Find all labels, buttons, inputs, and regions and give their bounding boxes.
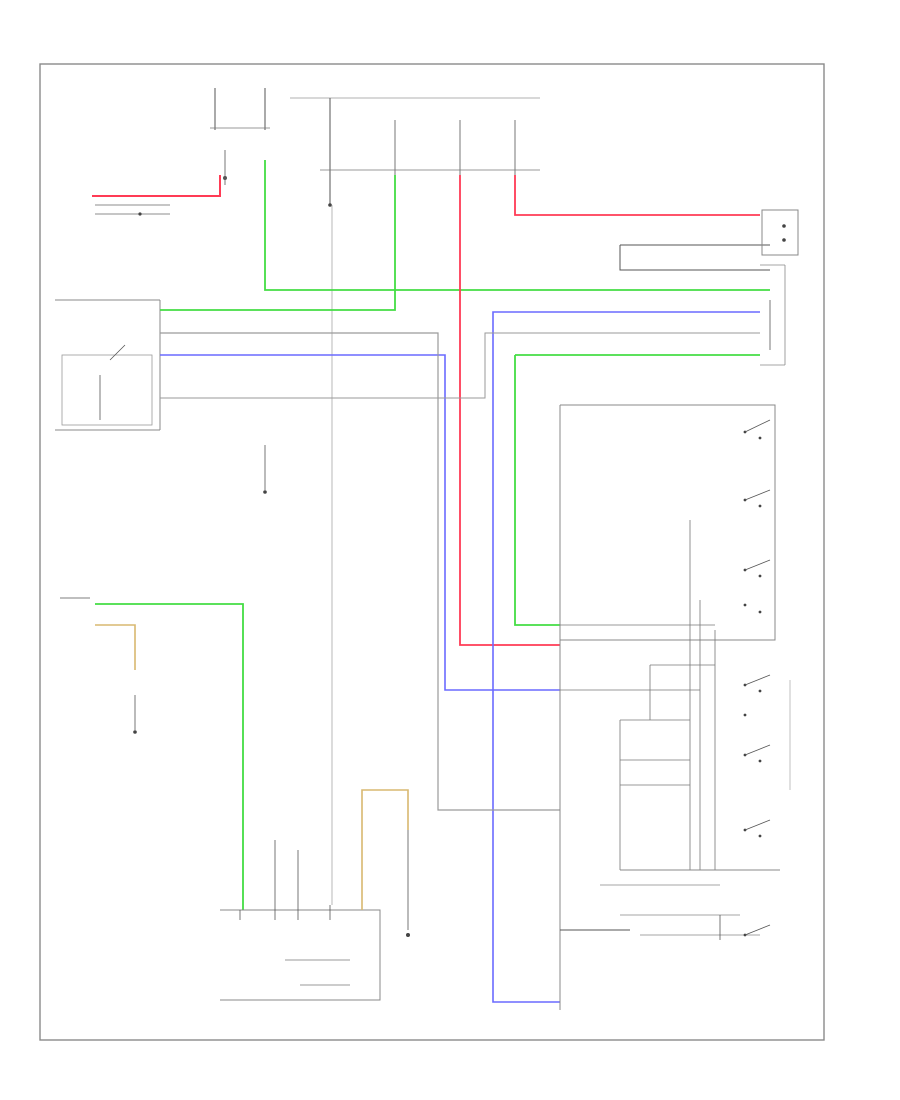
wire-blue-2 <box>492 311 760 1003</box>
wire-red-right <box>514 175 760 216</box>
left-ecu-connector <box>55 299 161 431</box>
wire-black-right <box>619 244 770 271</box>
top-left-relay <box>210 88 270 185</box>
engine-ecu-block <box>761 209 799 256</box>
wiper-relay-block <box>760 264 786 366</box>
wire-gray-2 <box>160 332 760 399</box>
wire-red-center <box>459 175 560 646</box>
wire-tan-2 <box>95 624 136 670</box>
wire-green-5 <box>95 603 244 910</box>
control-module <box>220 840 381 1001</box>
ground-points <box>560 884 771 940</box>
wire-gray-1 <box>160 332 560 811</box>
ground-block <box>133 445 267 734</box>
wire-green-4 <box>514 355 560 626</box>
wire-blue-1 <box>160 354 560 691</box>
wire-red-top-left <box>92 175 221 197</box>
top-fuse-block <box>290 97 540 207</box>
washer-motor <box>406 830 410 937</box>
diagram-frame <box>39 63 825 1041</box>
multiplex-switch <box>559 404 791 1010</box>
wire-tan-1 <box>361 789 409 910</box>
wire-green-2 <box>160 175 396 311</box>
wire-green-1 <box>264 160 770 291</box>
